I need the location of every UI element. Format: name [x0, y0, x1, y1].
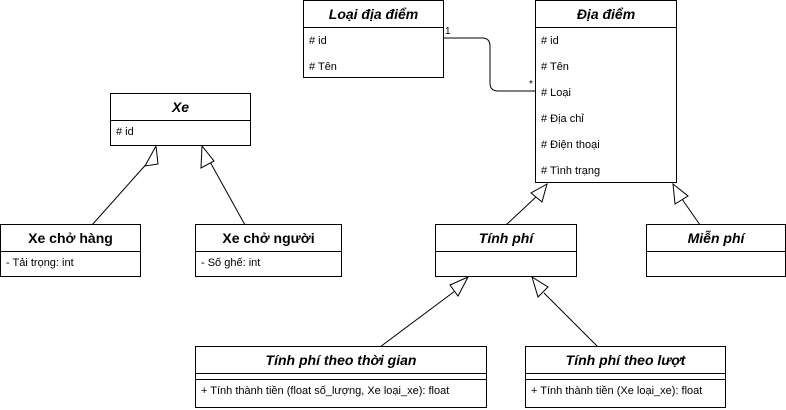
class-name: Loại địa điểm [304, 1, 443, 28]
generalization-arrowhead [672, 182, 689, 205]
attribute: # Tên [541, 61, 569, 73]
operation: + Tính thành tiền (Xe loại_xe): float [531, 385, 703, 397]
class-xe[interactable]: Xe # id [110, 93, 251, 146]
class-name: Tính phí theo thời gian [196, 347, 486, 374]
generalization-line [681, 198, 701, 226]
attribute: # id [541, 35, 559, 47]
attribute: # id [116, 126, 134, 138]
attributes-compartment: # id # Tên # Loại # Địa chỉ # Điện thoại… [536, 28, 676, 186]
operation: + Tính thành tiền (float số_lượng, Xe lo… [201, 385, 450, 397]
attributes-compartment: # id [111, 121, 250, 144]
generalization-arrowhead [144, 144, 159, 167]
generalization-arrowhead [530, 182, 548, 203]
class-xe-cho-hang[interactable]: Xe chở hàng - Tải trọng: int [0, 224, 141, 277]
attributes-compartment [436, 252, 576, 254]
multiplicity-target: * [529, 79, 533, 90]
class-tinh-phi[interactable]: Tính phí [435, 224, 577, 277]
generalization-arrowhead [200, 144, 215, 169]
generalization-line [379, 290, 456, 348]
class-name: Tính phí [436, 225, 576, 252]
attribute: # Điện thoại [541, 139, 600, 151]
class-name: Xe [111, 94, 250, 121]
operations-compartment: + Tính thành tiền (float số_lượng, Xe lo… [196, 380, 486, 403]
attribute: # Địa chỉ [541, 113, 584, 125]
class-name: Miễn phí [647, 225, 785, 252]
class-loai-dia-diem[interactable]: Loại địa điểm # id # Tên [303, 0, 444, 78]
attributes-compartment [647, 252, 785, 254]
class-name: Xe chở hàng [1, 225, 140, 252]
generalization-line [505, 195, 538, 226]
generalization-line [208, 159, 246, 226]
attributes-compartment: - Tải trọng: int [1, 252, 140, 275]
class-name: Địa điểm [536, 1, 676, 28]
class-tinh-phi-theo-thoi-gian[interactable]: Tính phí theo thời gian + Tính thành tiề… [195, 346, 487, 408]
generalization-arrowhead [449, 275, 470, 297]
attribute: # Loại [541, 87, 571, 99]
multiplicity-source: 1 [445, 26, 451, 37]
class-name: Xe chở người [196, 225, 341, 252]
generalization-line [91, 159, 151, 226]
attribute: # Tình trạng [541, 165, 601, 177]
attribute: - Số ghế: int [201, 257, 261, 269]
attributes-compartment [526, 374, 725, 380]
attributes-compartment [196, 374, 486, 380]
class-mien-phi[interactable]: Miễn phí [646, 224, 786, 277]
attribute: # Tên [309, 61, 337, 73]
operations-compartment: + Tính thành tiền (Xe loại_xe): float [526, 380, 725, 403]
generalization-arrowhead [531, 275, 549, 298]
attribute: # id [309, 35, 327, 47]
class-tinh-phi-theo-luot[interactable]: Tính phí theo lượt + Tính thành tiền (Xe… [525, 346, 726, 408]
attribute: - Tải trọng: int [6, 257, 74, 269]
attributes-compartment: - Số ghế: int [196, 252, 341, 275]
class-xe-cho-nguoi[interactable]: Xe chở người - Số ghế: int [195, 224, 342, 277]
association-line [443, 37, 536, 92]
class-name: Tính phí theo lượt [526, 347, 725, 374]
class-dia-diem[interactable]: Địa điểm # id # Tên # Loại # Địa chỉ # Đ… [535, 0, 677, 183]
attributes-compartment: # id # Tên [304, 28, 443, 82]
generalization-line [543, 292, 599, 348]
